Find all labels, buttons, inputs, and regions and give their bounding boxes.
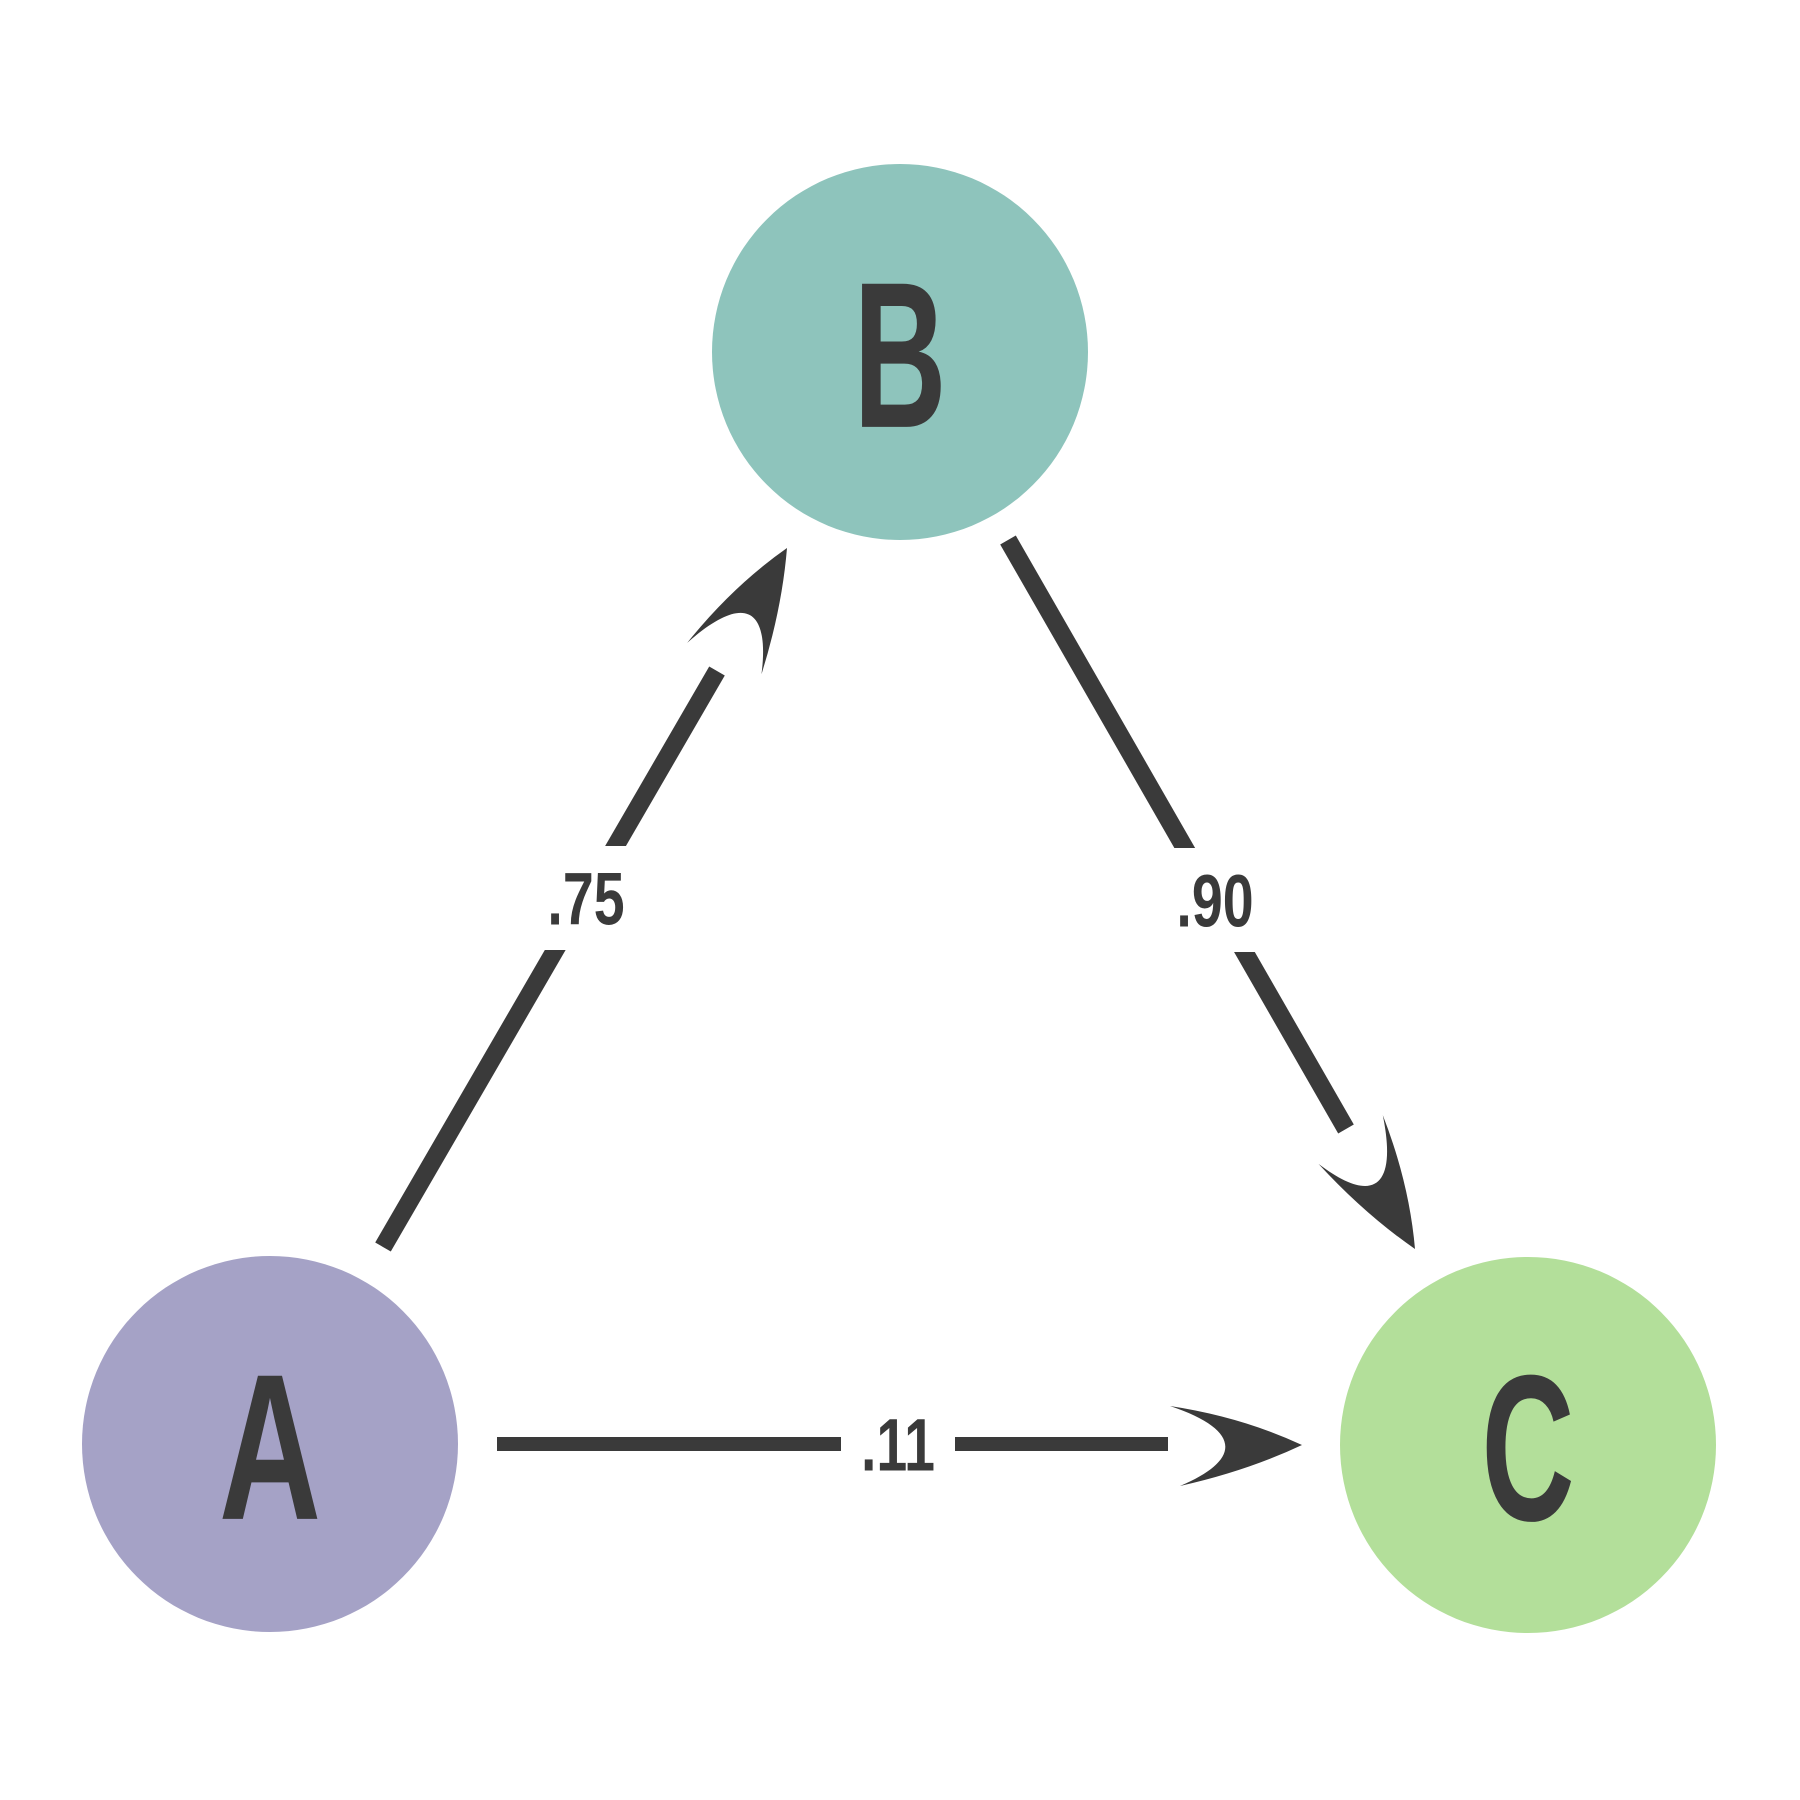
edge-a-c-arrowhead bbox=[1170, 1406, 1302, 1486]
edge-label-group: .75 .90 .11 bbox=[530, 846, 1271, 1486]
node-a-circle bbox=[82, 1256, 458, 1632]
edge-b-c-line bbox=[1000, 535, 1354, 1134]
edge-b-c-weight-label: .90 bbox=[1176, 860, 1253, 943]
edge-a-b-line bbox=[375, 666, 725, 1252]
edge-a-b-label-gap bbox=[530, 846, 642, 950]
edge-a-b-arrowhead bbox=[687, 528, 823, 683]
edge-a-b-weight-label: .75 bbox=[547, 858, 624, 941]
edge-b-c-arrowhead bbox=[1313, 1115, 1449, 1270]
node-group: A B C bbox=[82, 164, 1716, 1633]
node-b-circle bbox=[712, 164, 1088, 540]
node-c-circle bbox=[1340, 1257, 1716, 1633]
node-c-label: C bbox=[1481, 1331, 1574, 1564]
node-b-label: B bbox=[853, 238, 946, 471]
edge-group bbox=[375, 528, 1449, 1486]
node-a-label: A bbox=[219, 1331, 321, 1564]
edge-b-c-label-gap bbox=[1159, 848, 1271, 952]
edge-a-c-weight-label: .11 bbox=[861, 1404, 935, 1487]
edge-a-c-label-gap bbox=[841, 1408, 955, 1480]
